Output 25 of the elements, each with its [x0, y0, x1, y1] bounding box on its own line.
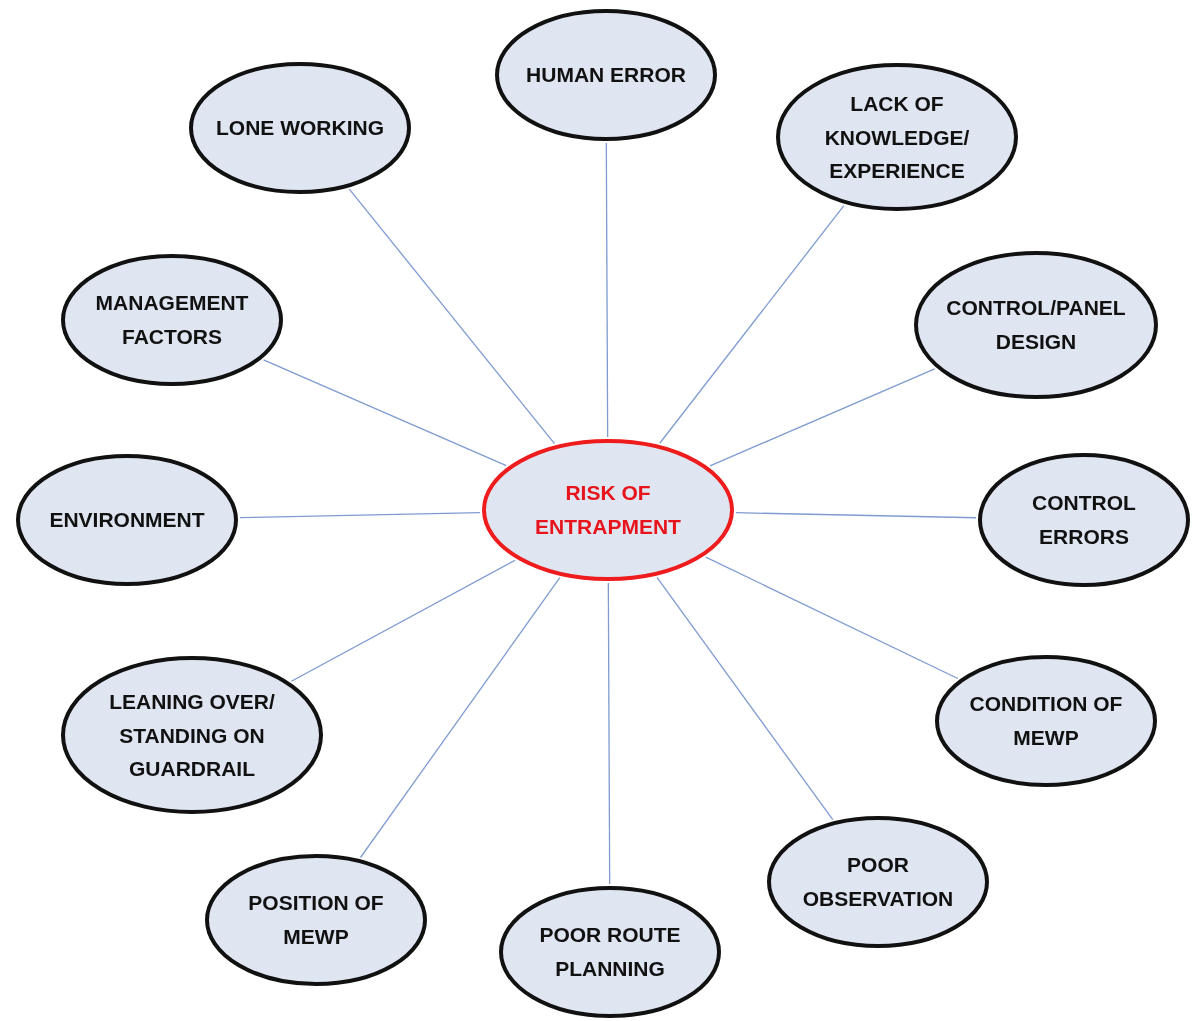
node-label: CONTROL/PANEL DESIGN [945, 295, 1127, 355]
connector-line [656, 576, 834, 821]
node-label: HUMAN ERROR [525, 62, 687, 89]
node-label: CONDITION OF MEWP [968, 691, 1124, 751]
node-label: LONE WORKING [215, 115, 385, 142]
node-label: POSITION OF MEWP [247, 890, 385, 950]
connector-line [705, 556, 959, 680]
node-label: ENVIRONMENT [48, 507, 206, 534]
node-label: MANAGEMENT FACTORS [94, 290, 250, 350]
connector-line [605, 142, 609, 438]
node-label: POOR OBSERVATION [801, 852, 955, 912]
connector-line [735, 512, 977, 519]
connector-line [290, 559, 516, 682]
connector-line [239, 512, 481, 519]
connector-line [359, 577, 561, 859]
connector-line [659, 204, 845, 444]
connector-line [607, 582, 611, 885]
node-label: LEANING OVER/ STANDING ON GUARDRAIL [108, 688, 276, 782]
connector-line [709, 368, 936, 467]
connector-line [262, 359, 507, 467]
node-label: RISK OF ENTRAPMENT [534, 480, 682, 540]
node-label: POOR ROUTE PLANNING [538, 922, 682, 982]
node-label: LACK OF KNOWLEDGE/ EXPERIENCE [823, 90, 971, 184]
connector-line [348, 188, 556, 445]
node-label: CONTROL ERRORS [1031, 490, 1137, 550]
